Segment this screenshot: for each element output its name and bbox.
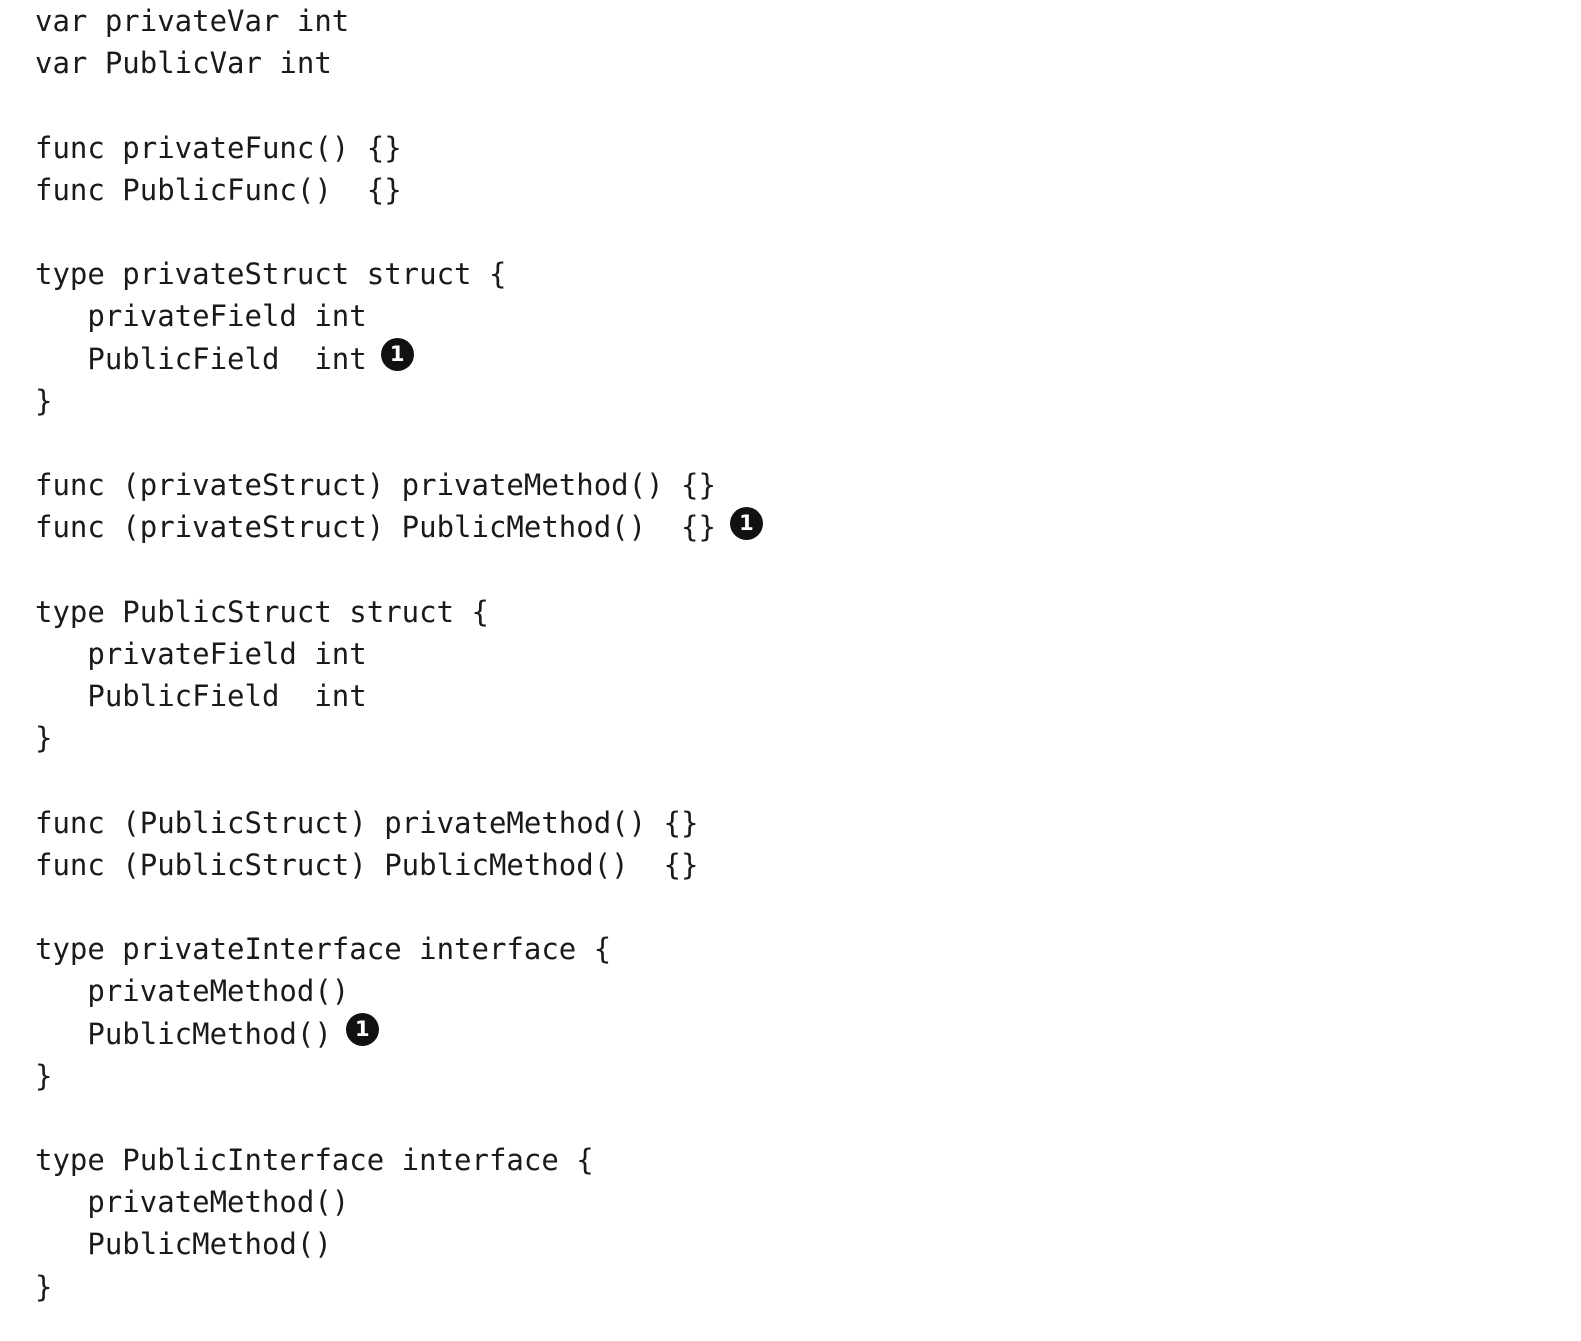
code-text: } (35, 383, 53, 418)
callout-marker: 1 (729, 506, 763, 540)
code-line: var PublicVar int (35, 42, 763, 84)
code-text: var PublicVar int (35, 46, 332, 81)
code-text: func (PublicStruct) privateMethod() {} (35, 805, 699, 840)
code-listing: var privateVar int var PublicVar int func … (35, 0, 763, 1308)
code-text: func (privateStruct) privateMethod() {} (35, 468, 716, 503)
code-text: PublicField int (35, 679, 367, 713)
blank-line (35, 84, 763, 126)
code-line: PublicField int (35, 675, 763, 717)
code-line: } (35, 1055, 763, 1097)
code-line: type privateInterface interface { (35, 928, 763, 970)
blank-line (35, 759, 763, 801)
code-line: func (privateStruct) privateMethod() {} (35, 464, 763, 506)
code-line: type PublicInterface interface { (35, 1139, 763, 1181)
code-line: PublicField int 1 (35, 338, 763, 380)
code-line: privateMethod() (35, 970, 763, 1012)
code-line: } (35, 380, 763, 422)
code-line: privateField int (35, 633, 763, 675)
code-line: type PublicStruct struct { (35, 591, 763, 633)
code-text: func privateFunc() {} (35, 130, 402, 165)
code-text: privateField int (35, 636, 367, 671)
code-text: func (privateStruct) PublicMethod() {} (35, 510, 716, 545)
code-text: var privateVar int (35, 4, 350, 38)
blank-line (35, 886, 763, 928)
code-text: privateMethod() (35, 1185, 350, 1220)
code-line: type privateStruct struct { (35, 253, 763, 295)
callout-marker: 1 (345, 1013, 379, 1047)
code-text: type PublicInterface interface { (35, 1143, 594, 1178)
code-text: } (35, 1058, 53, 1093)
code-line: func (PublicStruct) PublicMethod() {} (35, 844, 763, 886)
code-line: } (35, 717, 763, 759)
callout-marker: 1 (380, 338, 414, 372)
code-line: } (35, 1266, 763, 1308)
blank-line (35, 211, 763, 253)
code-text: type privateInterface interface { (35, 932, 612, 967)
code-line: var privateVar int (35, 0, 763, 42)
code-text: privateMethod() (35, 974, 350, 1009)
code-text: func (PublicStruct) PublicMethod() {} (35, 847, 699, 882)
code-line: privateField int (35, 295, 763, 337)
code-text: } (35, 1269, 53, 1304)
blank-line (35, 422, 763, 464)
blank-line (35, 1097, 763, 1139)
code-text: privateField int (35, 299, 367, 334)
code-text: PublicMethod() (35, 1227, 332, 1262)
code-line: func (PublicStruct) privateMethod() {} (35, 802, 763, 844)
code-text: func PublicFunc() {} (35, 172, 402, 207)
code-text: type PublicStruct struct { (35, 594, 489, 629)
blank-line (35, 548, 763, 590)
code-line: privateMethod() (35, 1181, 763, 1223)
code-text: PublicMethod() (35, 1016, 332, 1051)
code-text: PublicField int (35, 341, 367, 376)
code-line: PublicMethod() (35, 1223, 763, 1265)
code-text: } (35, 721, 53, 756)
code-line: func privateFunc() {} (35, 127, 763, 169)
code-line: func (privateStruct) PublicMethod() {} 1 (35, 506, 763, 548)
code-line: func PublicFunc() {} (35, 169, 763, 211)
code-line: PublicMethod() 1 (35, 1013, 763, 1055)
code-text: type privateStruct struct { (35, 257, 507, 292)
